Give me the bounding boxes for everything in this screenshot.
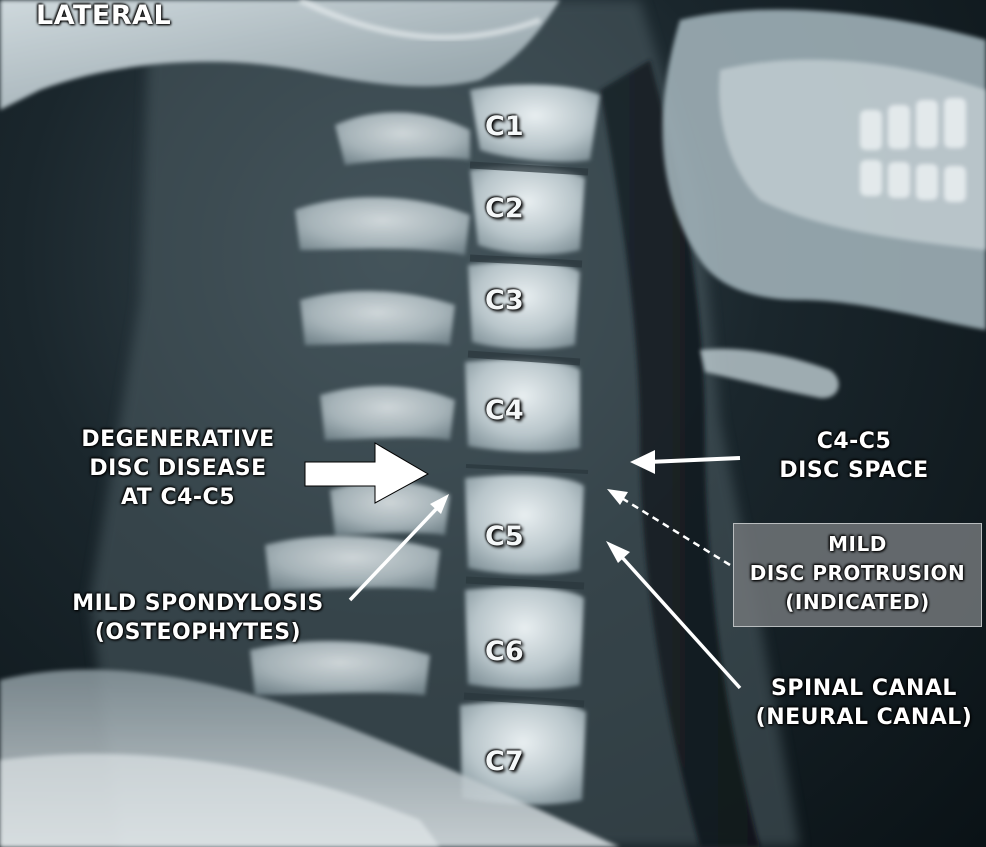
degenerative-block-arrow (304, 442, 430, 504)
posterior-elements (250, 112, 470, 695)
protrusion-callout-box: MILD DISC PROTRUSION (INDICATED) (733, 523, 982, 627)
teeth (860, 98, 966, 202)
vertebra-label-c6: C6 (485, 636, 524, 667)
disc-spaces (463, 161, 589, 708)
disc-space-arrow (647, 456, 741, 464)
disc-space-line-2: DISC SPACE (779, 458, 929, 483)
spondylosis-line-1: MILD SPONDYLOSIS (72, 591, 324, 616)
protrusion-arrow (619, 495, 731, 567)
degenerative-disc-label: DEGENERATIVE DISC DISEASE AT C4-C5 (58, 425, 298, 512)
degenerative-line-3: AT C4-C5 (120, 485, 236, 510)
vertebra-label-c4: C4 (485, 395, 524, 426)
spondylosis-line-2: (OSTEOPHYTES) (94, 620, 302, 645)
annotation-arrows (304, 442, 742, 690)
view-title: LATERAL (36, 0, 172, 31)
vertebra-label-c3: C3 (485, 285, 524, 316)
skull-base (0, 0, 560, 110)
hyoid-bone (700, 348, 839, 399)
airway (600, 60, 760, 847)
vertebra-label-c2: C2 (485, 193, 524, 224)
spinal-canal-line-1: SPINAL CANAL (771, 676, 957, 701)
spondylosis-label: MILD SPONDYLOSIS (OSTEOPHYTES) (46, 589, 350, 647)
spinal-canal-label: SPINAL CANAL (NEURAL CANAL) (744, 674, 984, 732)
protrusion-line-2: DISC PROTRUSION (749, 561, 966, 585)
disc-space-label: C4-C5 DISC SPACE (754, 427, 954, 485)
degenerative-line-2: DISC DISEASE (89, 456, 267, 481)
protrusion-line-1: MILD (828, 532, 887, 556)
protrusion-label: MILD DISC PROTRUSION (INDICATED) (734, 530, 981, 617)
disc-space-line-1: C4-C5 (816, 429, 892, 454)
vertebra-label-c1: C1 (485, 111, 524, 142)
spinal-canal-line-2: (NEURAL CANAL) (755, 705, 973, 730)
protrusion-line-3: (INDICATED) (785, 590, 930, 614)
vertebral-bodies (460, 84, 600, 805)
vertebra-label-c5: C5 (485, 521, 524, 552)
vertebra-label-c7: C7 (485, 746, 524, 777)
spondylosis-arrow (348, 503, 442, 602)
spinal-canal-arrow (618, 553, 742, 690)
degenerative-line-1: DEGENERATIVE (81, 427, 275, 452)
